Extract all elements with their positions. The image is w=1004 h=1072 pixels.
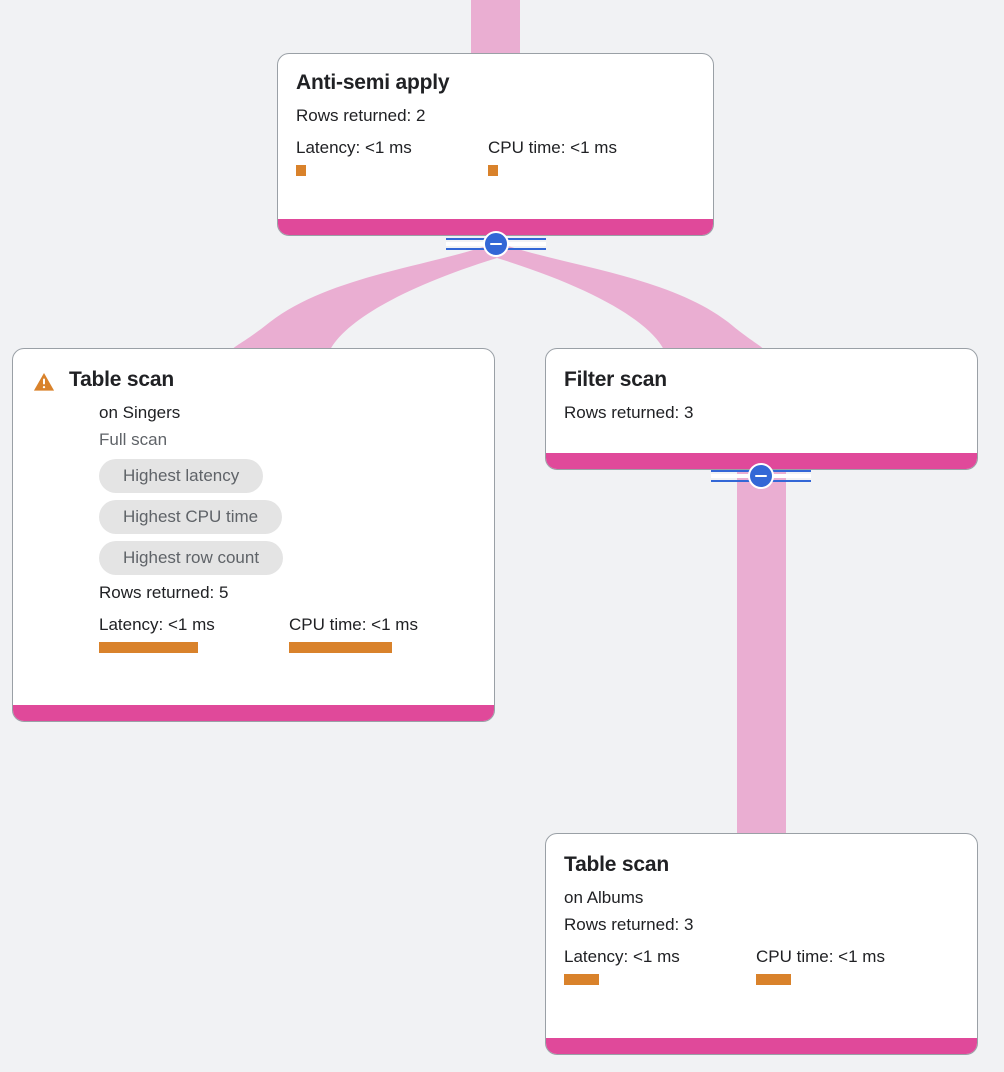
node-body: Table scan on Singers Full scan Highest … [13,349,494,705]
edge-anti-semi-to-table-scan-singers [232,244,497,350]
latency-label: Latency: <1 ms [296,138,412,157]
latency-metric: Latency: <1 ms [564,946,756,985]
metrics-row: Latency: <1 ms CPU time: <1 ms [99,614,476,653]
rows-returned: Rows returned: 3 [564,403,694,422]
node-accent-bar [278,219,713,235]
node-table-scan-singers[interactable]: Table scan on Singers Full scan Highest … [12,348,495,722]
node-title: Table scan [69,368,174,391]
chip-highest-cpu-time[interactable]: Highest CPU time [99,500,283,534]
metrics-row: Latency: <1 ms CPU time: <1 ms [564,946,959,985]
node-title: Table scan [564,853,669,876]
latency-label: Latency: <1 ms [564,947,680,966]
edge-anti-semi-to-filter-scan [497,244,764,350]
toggle-filter-scan[interactable] [711,463,811,489]
latency-bar [296,165,306,176]
cpu-metric: CPU time: <1 ms [289,614,418,653]
toggle-anti-semi-apply[interactable] [446,231,546,257]
chip-highest-latency[interactable]: Highest latency [99,459,264,493]
node-title-row: Filter scan [564,367,959,393]
rows-returned: Rows returned: 5 [99,583,229,602]
rows-returned: Rows returned: 2 [296,106,426,125]
edge-parent-to-anti-semi-apply [471,0,520,56]
node-table-scan-albums[interactable]: Table scan on Albums Rows returned: 3 La… [545,833,978,1055]
node-subtitle: on Albums [564,888,644,907]
cpu-time-label: CPU time: <1 ms [488,138,617,157]
node-filter-scan[interactable]: Filter scan Rows returned: 3 [545,348,978,470]
node-title-row: Table scan [33,367,476,393]
latency-bar [99,642,198,653]
node-anti-semi-apply[interactable]: Anti-semi apply Rows returned: 2 Latency… [277,53,714,236]
node-body: Filter scan Rows returned: 3 [546,349,977,453]
cpu-time-bar [488,165,498,176]
node-subtitle: on Singers [99,403,181,422]
edge-filter-scan-to-table-scan-albums [737,466,786,836]
cpu-time-bar [756,974,791,985]
collapse-minus-icon[interactable] [483,231,509,257]
node-chips: Highest latency Highest CPU time Highest… [99,459,476,575]
node-title: Anti-semi apply [296,71,450,94]
cpu-time-label: CPU time: <1 ms [289,615,418,634]
node-accent-bar [546,1038,977,1054]
node-scan-type: Full scan [99,430,168,449]
rows-returned: Rows returned: 3 [564,915,694,934]
node-accent-bar [13,705,494,721]
metrics-row: Latency: <1 ms CPU time: <1 ms [296,137,695,176]
node-title-row: Anti-semi apply [296,70,695,96]
latency-bar [564,974,599,985]
latency-label: Latency: <1 ms [99,615,215,634]
node-title: Filter scan [564,368,667,391]
cpu-time-label: CPU time: <1 ms [756,947,885,966]
latency-metric: Latency: <1 ms [296,137,488,176]
node-accent-bar [546,453,977,469]
collapse-minus-icon[interactable] [748,463,774,489]
node-body: Table scan on Albums Rows returned: 3 La… [546,834,977,1038]
node-body: Anti-semi apply Rows returned: 2 Latency… [278,54,713,219]
latency-metric: Latency: <1 ms [99,614,289,653]
cpu-metric: CPU time: <1 ms [756,946,885,985]
warning-icon [33,373,55,391]
chip-highest-row-count[interactable]: Highest row count [99,541,284,575]
node-details: on Singers Full scan Highest latency Hig… [33,399,476,653]
cpu-metric: CPU time: <1 ms [488,137,617,176]
cpu-time-bar [289,642,392,653]
node-title-row: Table scan [564,852,959,878]
